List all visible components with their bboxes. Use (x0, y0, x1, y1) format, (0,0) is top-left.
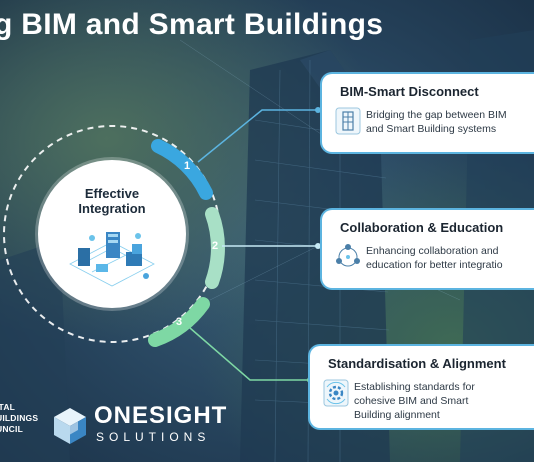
step-card-1: BIM-Smart Disconnect Bridging the gap be… (320, 72, 534, 154)
connector-3 (189, 327, 310, 381)
center-title-line2: Integration (78, 201, 146, 216)
center-title: Effective Integration (38, 186, 186, 216)
center-hub: Effective Integration (38, 160, 186, 308)
smart-city-isometric-icon (69, 232, 155, 287)
step-card-2-desc-line1: Enhancing collaboration and (366, 245, 499, 257)
brand-subtitle: SOLUTIONS (96, 430, 211, 444)
step-card-1-desc: Bridging the gap between BIM and Smart B… (366, 108, 507, 136)
step-number-1: 1 (184, 160, 191, 172)
step-number-2: 2 (212, 240, 219, 252)
step-card-2-desc: Enhancing collaboration and education fo… (366, 244, 503, 272)
brand-name: ONESIGHT (94, 402, 228, 429)
step-number-3: 3 (176, 316, 183, 328)
gear-cycle-icon (323, 379, 349, 407)
step-card-3-desc: Establishing standards for cohesive BIM … (354, 380, 475, 422)
arc-step-2 (205, 207, 225, 289)
building-blueprint-icon (335, 107, 361, 135)
step-card-3-desc-line3: Building alignment (354, 409, 440, 421)
step-card-3-title: Standardisation & Alignment (328, 356, 506, 371)
onesight-cube-logo-icon (54, 408, 86, 444)
arc-step-3 (148, 297, 210, 347)
step-card-3-desc-line2: cohesive BIM and Smart (354, 395, 469, 407)
council-logo-text: ITAL UILDINGS UNCIL (0, 402, 38, 435)
people-network-icon (336, 244, 360, 267)
step-card-3: Standardisation & Alignment Establishing… (308, 344, 534, 430)
connector-1 (197, 109, 318, 163)
step-card-3-desc-line1: Establishing standards for (354, 381, 475, 393)
council-line-2: UILDINGS (0, 413, 39, 423)
council-line-3: UNCIL (0, 424, 23, 434)
step-card-1-desc-line1: Bridging the gap between BIM (366, 109, 507, 121)
step-card-1-title: BIM-Smart Disconnect (340, 84, 479, 99)
page-title: g BIM and Smart Buildings (0, 8, 384, 41)
step-card-2-title: Collaboration & Education (340, 220, 504, 235)
center-title-line1: Effective (84, 186, 140, 201)
step-card-1-desc-line2: and Smart Building systems (366, 123, 497, 135)
council-line-1: ITAL (0, 402, 16, 412)
step-card-2: Collaboration & Education Enhancing coll… (320, 208, 534, 290)
arc-step-1 (151, 139, 213, 200)
step-card-2-desc-line2: education for better integratio (366, 259, 503, 271)
